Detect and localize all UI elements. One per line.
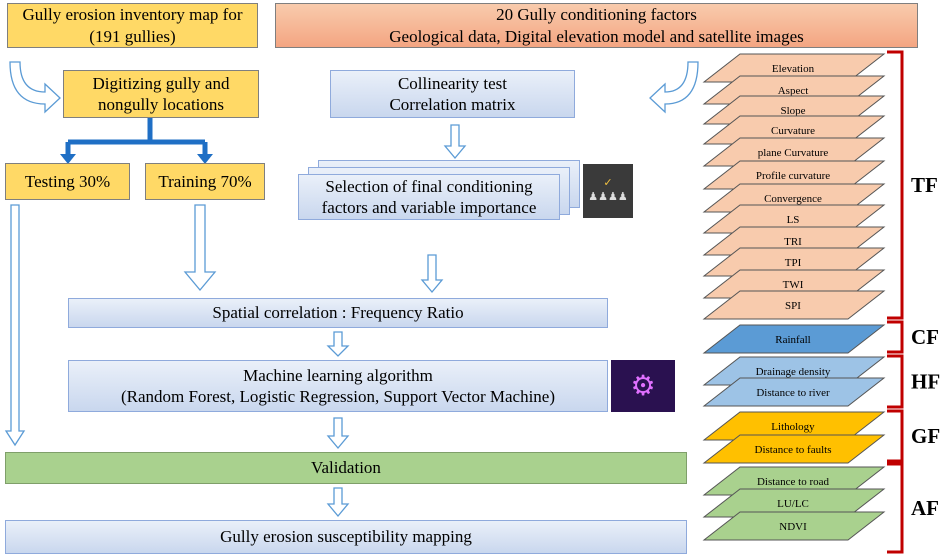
layer-label: Elevation	[772, 63, 815, 75]
spatial-to-ml-arrow	[326, 331, 350, 357]
layer-label: TPI	[785, 257, 802, 269]
inventory-box: Gully erosion inventory map for (191 gul…	[7, 3, 258, 48]
validation-to-mapping-arrow	[326, 487, 350, 518]
group-label-af: AF	[911, 496, 939, 520]
layer-label: TWI	[783, 279, 804, 291]
layer-label: NDVI	[779, 521, 807, 533]
inventory-text: Gully erosion inventory map for (191 gul…	[22, 5, 243, 46]
digitizing-box: Digitizing gully and nongully locations	[63, 70, 259, 118]
group-label-gf: GF	[911, 424, 940, 448]
brace-tf	[887, 50, 904, 320]
layer-label: Drainage density	[756, 366, 831, 378]
mapping-text: Gully erosion susceptibility mapping	[220, 527, 472, 547]
layer-12	[702, 324, 886, 354]
spatial-correlation-box: Spatial correlation : Frequency Ratio	[68, 298, 608, 328]
brace-gf	[887, 409, 904, 463]
collinearity-title: Collinearity test	[397, 73, 508, 93]
training-to-spatial-arrow	[183, 204, 217, 292]
factors-to-collinearity-arrow	[649, 61, 699, 114]
selection-to-spatial-arrow	[420, 254, 444, 294]
layer-11	[702, 290, 886, 320]
ai-brain-icon: ⚙	[611, 360, 675, 412]
collinearity-subtitle: Correlation matrix	[389, 95, 516, 114]
split-connector	[65, 118, 208, 156]
spatial-text: Spatial correlation : Frequency Ratio	[212, 303, 464, 323]
group-label-hf: HF	[911, 370, 940, 394]
layer-label: Distance to road	[757, 476, 830, 488]
factors-subtitle: Geological data, Digital elevation model…	[389, 26, 804, 46]
brace-hf	[887, 354, 904, 409]
digitizing-text: Digitizing gully and nongully locations	[92, 73, 230, 114]
group-label-tf: TF	[911, 173, 938, 197]
collinearity-to-selection-arrow	[443, 124, 467, 160]
layer-label: Rainfall	[775, 334, 810, 346]
ml-box: Machine learning algorithm (Random Forest…	[68, 360, 608, 412]
layer-label: plane Curvature	[758, 147, 829, 159]
ml-title: Machine learning algorithm	[243, 365, 433, 385]
layer-label: Lithology	[771, 421, 815, 433]
training-text: Training 70%	[158, 171, 252, 191]
layer-label: LU/LC	[777, 498, 809, 510]
layer-label: Distance to river	[756, 387, 830, 399]
inventory-to-digitizing-arrow	[9, 61, 61, 114]
selection-box: Selection of final conditioning factors …	[298, 174, 560, 220]
layer-label: TRI	[784, 236, 802, 248]
brace-cf	[887, 320, 904, 354]
ml-to-validation-arrow	[326, 417, 350, 450]
layer-label: Profile curvature	[756, 170, 830, 182]
selection-people-icon: ✓♟♟♟♟	[583, 164, 633, 218]
ml-subtitle: (Random Forest, Logistic Regression, Sup…	[120, 387, 556, 406]
mapping-box: Gully erosion susceptibility mapping	[5, 520, 687, 554]
layer-14	[702, 377, 886, 407]
training-box: Training 70%	[145, 163, 265, 200]
layer-16	[702, 434, 886, 464]
selection-text: Selection of final conditioning factors …	[321, 176, 537, 217]
brace-af	[887, 462, 904, 554]
validation-box: Validation	[5, 452, 687, 484]
testing-box: Testing 30%	[5, 163, 130, 200]
layer-label: SPI	[785, 300, 801, 312]
group-label-cf: CF	[911, 325, 939, 349]
testing-arrowhead	[60, 154, 76, 164]
testing-text: Testing 30%	[24, 171, 111, 191]
testing-to-validation-arrow	[4, 204, 26, 447]
layer-label: Curvature	[771, 125, 815, 137]
layer-label: Convergence	[764, 193, 822, 205]
layer-label: Aspect	[778, 85, 809, 97]
factors-title: 20 Gully conditioning factors	[496, 5, 697, 25]
layer-label: Distance to faults	[755, 444, 832, 456]
training-arrowhead	[197, 154, 213, 164]
layer-label: LS	[787, 214, 800, 226]
validation-text: Validation	[311, 458, 381, 478]
layer-19	[702, 511, 886, 541]
layer-label: Slope	[780, 105, 805, 117]
